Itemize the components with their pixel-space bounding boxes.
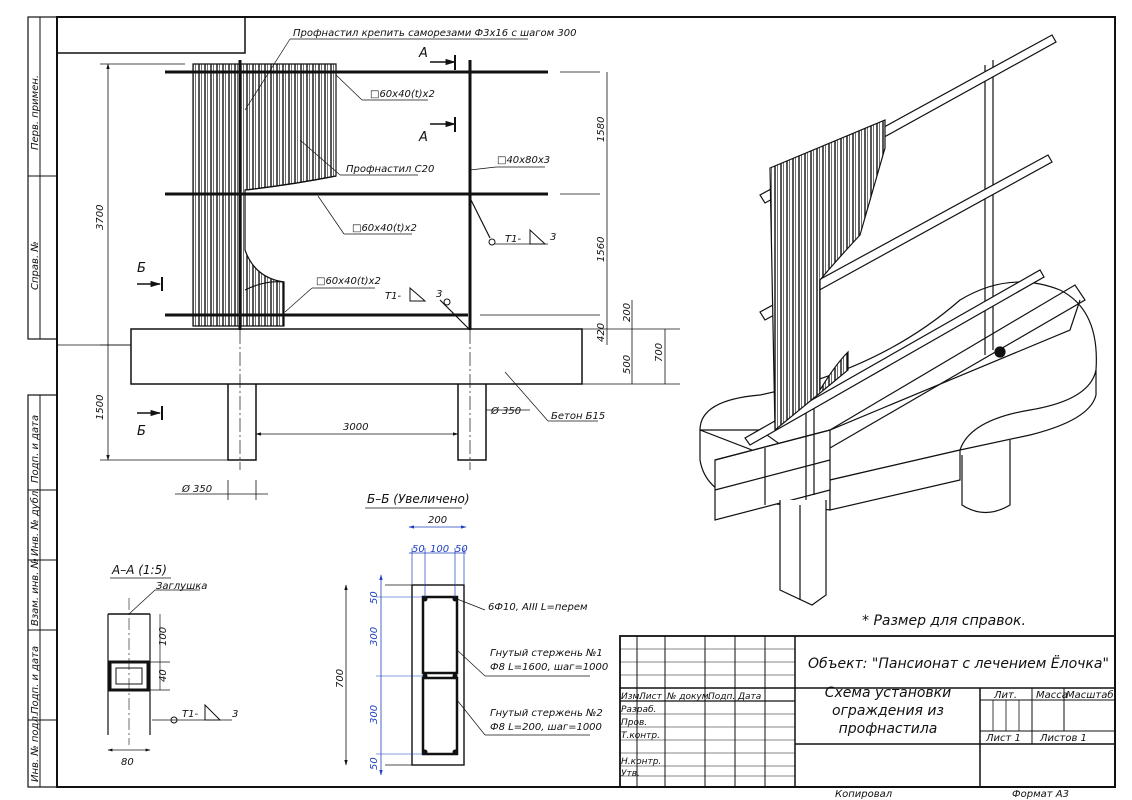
label-rebar2-l2: Ф8 L=200, шаг=1000 — [490, 722, 602, 733]
label-profile-mid: □60х40(t)х2 — [352, 223, 417, 234]
stamp-inv-podl: Инв. № подл. — [30, 713, 41, 782]
tb-col-izm: Изм. — [621, 692, 642, 702]
dim-pile-depth: 1500 — [95, 395, 106, 420]
weld-aa-number: 3 — [232, 709, 238, 720]
reference-note: * Размер для справок. — [862, 613, 1026, 629]
stamp-sprav-no: Справ. № — [30, 241, 41, 290]
tb-format: Формат А3 — [1012, 789, 1069, 800]
label-post: □40х80х3 — [497, 155, 550, 166]
dim-aa-80: 80 — [121, 757, 134, 768]
iso-corrugated-sheet — [769, 119, 886, 432]
tb-row-tkontr: Т.контр. — [621, 731, 660, 741]
dim-lower-spacing: 1560 — [596, 237, 607, 262]
dim-upper-spacing: 1580 — [596, 117, 607, 142]
isometric-view — [699, 34, 1097, 606]
tb-col-doc: № докум. — [666, 692, 711, 702]
front-elevation — [57, 60, 583, 470]
section-b-marker-top: Б — [137, 261, 146, 276]
dim-bb-50-top: 50 — [369, 591, 380, 604]
title-block — [619, 635, 1116, 788]
section-bb-title: Б–Б (Увеличено) — [367, 492, 470, 506]
section-aa-title: А–А (1:5) — [111, 563, 167, 577]
tb-sheets: Листов 1 — [1039, 733, 1087, 744]
label-rebar-main: 6Ф10, AIII L=перем — [488, 602, 588, 613]
tb-title-3: профнастила — [839, 721, 938, 737]
tb-copied: Копировал — [835, 789, 893, 800]
section-aa: А–А (1:5) — [107, 563, 232, 752]
section-a-marker-top: А — [418, 46, 428, 61]
title-block-text: Объект: "Пансионат с лечением Ёлочка" Сх… — [621, 654, 1114, 800]
tb-title-1: Схема установки — [825, 685, 952, 701]
dim-aa-40: 40 — [158, 669, 169, 682]
weld-2-number: 3 — [436, 289, 442, 300]
note-fastening: Профнастил крепить саморезами Ф3х16 с ша… — [293, 28, 576, 39]
dim-aa-100: 100 — [158, 627, 169, 646]
dim-bb-50a: 50 — [412, 544, 425, 555]
label-cap: Заглушка — [156, 581, 207, 592]
label-rebar1-l1: Гнутый стержень №1 — [490, 648, 603, 659]
tb-col-list: Лист — [638, 692, 663, 702]
dim-total-height: 3700 — [95, 205, 106, 230]
sheet-frame — [27, 16, 1116, 788]
tb-col-podp: Подп. — [708, 692, 735, 702]
tb-sheet: Лист 1 — [985, 733, 1021, 744]
label-profile-low: □60х40(t)х2 — [316, 276, 381, 287]
stamp-perv-primen: Перв. примен. — [30, 75, 41, 150]
dim-beam-height: 700 — [654, 343, 665, 362]
dim-bb-50b: 50 — [455, 544, 468, 555]
dim-bb-50-bottom: 50 — [369, 757, 380, 770]
dim-bb-300-top: 300 — [369, 627, 380, 646]
dim-bottom-gap: 420 — [596, 323, 607, 342]
tb-lit: Лит. — [993, 690, 1017, 701]
tb-massa: Масса — [1036, 690, 1068, 701]
dim-bb-100: 100 — [430, 544, 449, 555]
label-pile-diameter: Ø 350 — [490, 405, 521, 417]
front-dimensions — [100, 63, 680, 500]
front-labels: Профнастил крепить саморезами Ф3х16 с ша… — [95, 28, 665, 495]
label-concrete: Бетон Б15 — [551, 411, 605, 422]
section-aa-labels: Заглушка 100 40 80 Т1- 3 — [121, 581, 238, 768]
section-a-marker-bottom: А — [418, 130, 428, 145]
label-pile-diameter-b: Ø 350 — [181, 483, 212, 495]
label-rebar2-l1: Гнутый стержень №2 — [490, 708, 603, 719]
dim-bb-200: 200 — [428, 515, 447, 526]
section-bb-labels: 200 50 100 50 700 50 300 300 50 6Ф10, AI… — [335, 515, 608, 770]
weld-1-number: 3 — [550, 232, 556, 243]
label-rebar1-l2: Ф8 L=1600, шаг=1000 — [490, 662, 608, 673]
dim-grade-beam: 500 — [622, 355, 633, 374]
weld-1-symbol: Т1- — [505, 234, 521, 245]
dim-pile-spacing: 3000 — [343, 422, 368, 433]
dim-bb-700: 700 — [335, 669, 346, 688]
stamp-podp-data: Подп. и дата — [30, 415, 41, 483]
tb-row-razrab: Разраб. — [621, 705, 656, 715]
label-profile-top: □60х40(t)х2 — [370, 89, 435, 100]
dim-bb-300-bottom: 300 — [369, 705, 380, 724]
weld-aa-symbol: Т1- — [182, 709, 198, 720]
tb-object: Объект: "Пансионат с лечением Ёлочка" — [808, 654, 1109, 672]
dim-top-offset: 200 — [622, 303, 633, 322]
section-bb: Б–Б (Увеличено) — [344, 492, 590, 776]
tb-title-2: ограждения из — [832, 703, 944, 719]
label-sheet: Профнастил С20 — [346, 164, 434, 175]
tb-col-data: Дата — [737, 692, 761, 702]
section-b-marker-bottom: Б — [137, 424, 146, 439]
tb-row-prov: Пров. — [621, 718, 647, 728]
side-stamps: Перв. примен. Справ. № Подп. и дата Инв.… — [29, 75, 41, 782]
stamp-podp-data-2: Подп. и дата — [30, 646, 41, 714]
tb-row-nkontr: Н.контр. — [621, 757, 661, 767]
stamp-inv-dubl: Инв. № дубл. — [29, 488, 41, 556]
tb-row-utv: Утв. — [621, 769, 640, 779]
weld-2-symbol: Т1- — [385, 291, 401, 302]
stamp-vzam-inv: Взам. инв. № — [30, 558, 41, 626]
tb-masshtab: Масштаб — [1066, 689, 1114, 701]
